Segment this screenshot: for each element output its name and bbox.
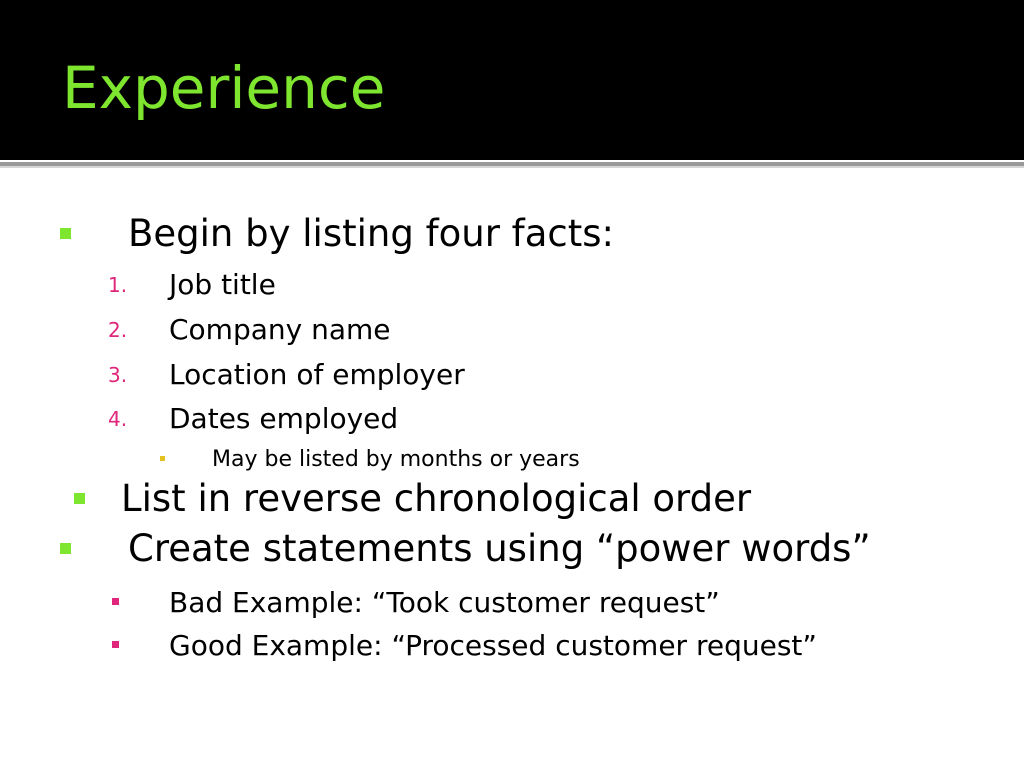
bullet-sub-dates: May be listed by months or years <box>160 446 760 474</box>
bullet-text: Bad Example: “Took customer request” <box>169 586 720 619</box>
bullet-text: May be listed by months or years <box>212 447 580 472</box>
list-item: 4. Dates employed <box>108 400 708 438</box>
title-divider <box>0 162 1024 166</box>
list-item: 3. Location of employer <box>108 356 708 394</box>
list-item-text: Dates employed <box>169 402 399 435</box>
title-bar: Experience <box>0 0 1024 160</box>
list-item: 1. Job title <box>108 266 708 304</box>
bullet-text: Good Example: “Processed customer reques… <box>169 629 817 662</box>
bullet-text: Begin by listing four facts: <box>128 212 614 255</box>
list-item-text: Company name <box>169 313 391 346</box>
list-number: 2. <box>108 318 128 342</box>
list-item: 2. Company name <box>108 311 708 349</box>
bullet-text: List in reverse chronological order <box>121 477 752 520</box>
green-square-bullet-icon <box>60 228 71 239</box>
bullet-begin-listing: Begin by listing four facts: <box>60 210 960 258</box>
bullet-reverse-chronological: List in reverse chronological order <box>74 475 974 523</box>
pink-square-bullet-icon <box>112 598 119 605</box>
list-item-text: Job title <box>169 268 276 301</box>
bullet-bad-example: Bad Example: “Took customer request” <box>112 584 912 622</box>
bullet-good-example: Good Example: “Processed customer reques… <box>112 627 912 665</box>
list-number: 3. <box>108 363 128 387</box>
yellow-square-bullet-icon <box>160 456 165 461</box>
pink-square-bullet-icon <box>112 641 119 648</box>
green-square-bullet-icon <box>60 543 71 554</box>
list-number: 4. <box>108 407 128 431</box>
bullet-text: Create statements using “power words” <box>128 527 871 570</box>
bullet-power-words: Create statements using “power words” <box>60 525 1000 573</box>
list-number: 1. <box>108 273 128 297</box>
slide-title: Experience <box>62 54 386 122</box>
title-divider-highlight <box>0 166 1024 168</box>
green-square-bullet-icon <box>74 493 85 504</box>
list-item-text: Location of employer <box>169 358 465 391</box>
